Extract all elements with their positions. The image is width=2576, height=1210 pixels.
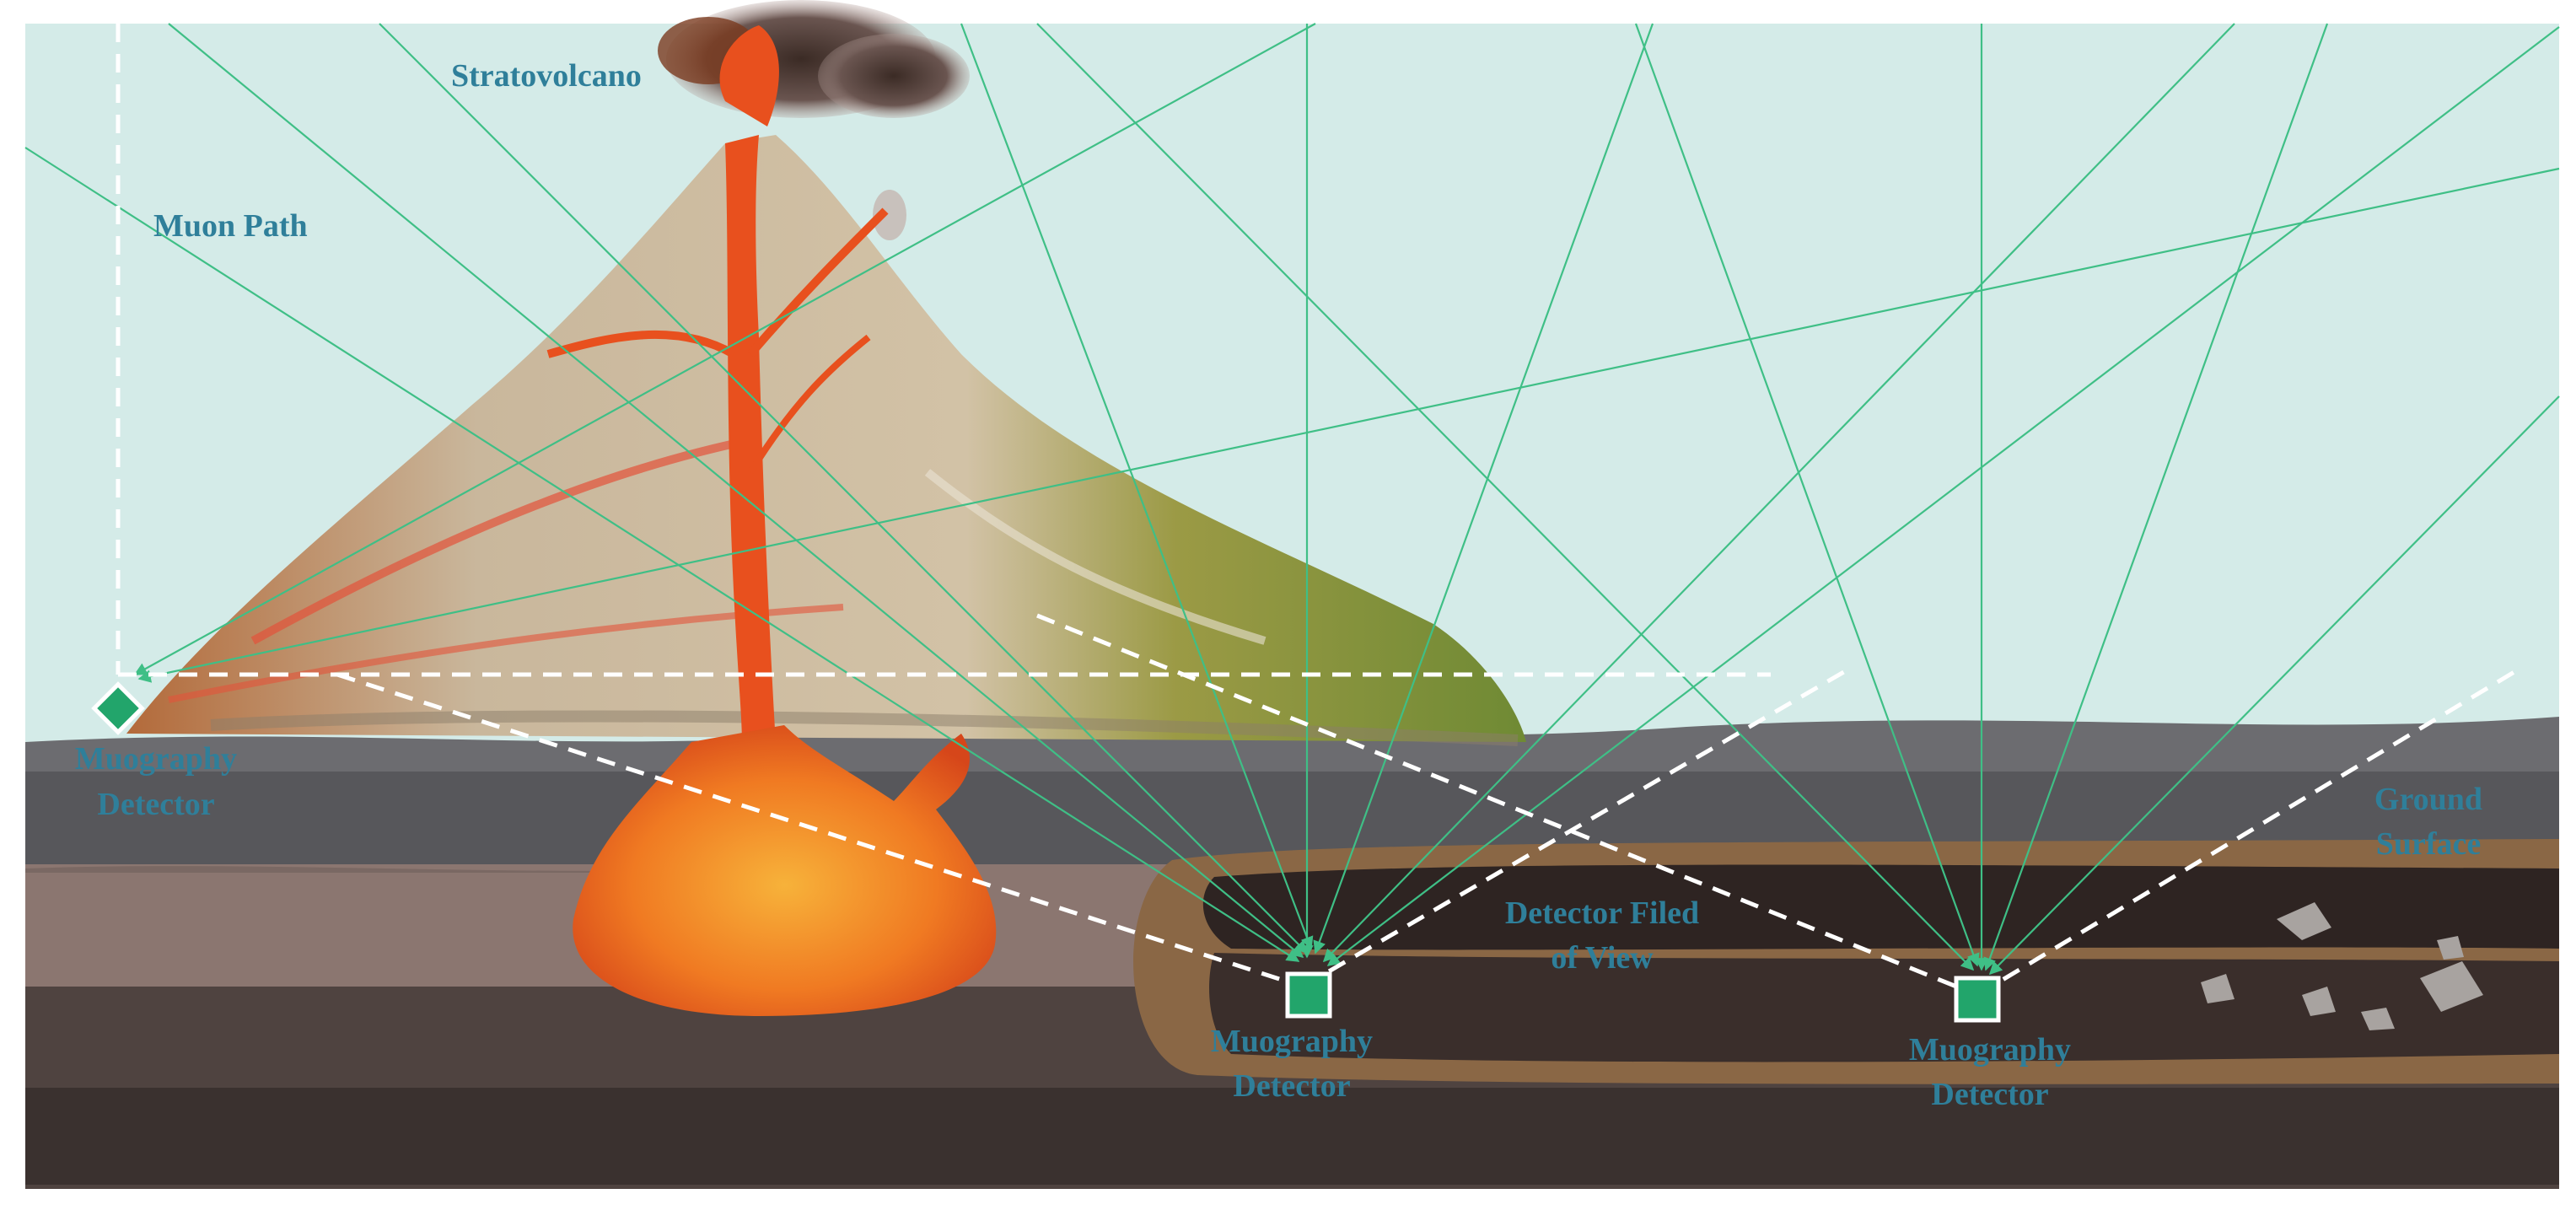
square-detector-icon <box>1954 976 2001 1023</box>
diamond-detector-icon <box>91 681 145 735</box>
tunnel <box>1133 839 2559 1084</box>
label-stratovolcano: Stratovolcano <box>451 58 642 94</box>
label-detector-fov-1: Detector Filed <box>1505 895 1699 931</box>
label-detector-right-1: Muography <box>1909 1032 2071 1067</box>
label-ground-1: Ground <box>2374 782 2482 817</box>
square-detector-icon <box>1285 971 1332 1019</box>
label-detector-left-2: Detector <box>97 787 214 822</box>
rock-debris <box>2201 902 2483 1030</box>
detector-right <box>1954 976 2001 1023</box>
label-detector-right-2: Detector <box>1931 1077 2048 1112</box>
label-muon-path: Muon Path <box>153 208 308 244</box>
detector-left <box>91 681 145 735</box>
label-detector-fov-2: of View <box>1551 940 1654 976</box>
label-ground-2: Surface <box>2376 826 2482 862</box>
detector-center <box>1285 971 1332 1019</box>
label-detector-center-2: Detector <box>1233 1068 1350 1104</box>
magma-system <box>546 25 997 1016</box>
detector-fields-of-view <box>116 24 2519 998</box>
muon-paths <box>24 23 2560 976</box>
label-detector-left-1: Muography <box>75 741 237 777</box>
label-detector-center-1: Muography <box>1211 1024 1373 1059</box>
